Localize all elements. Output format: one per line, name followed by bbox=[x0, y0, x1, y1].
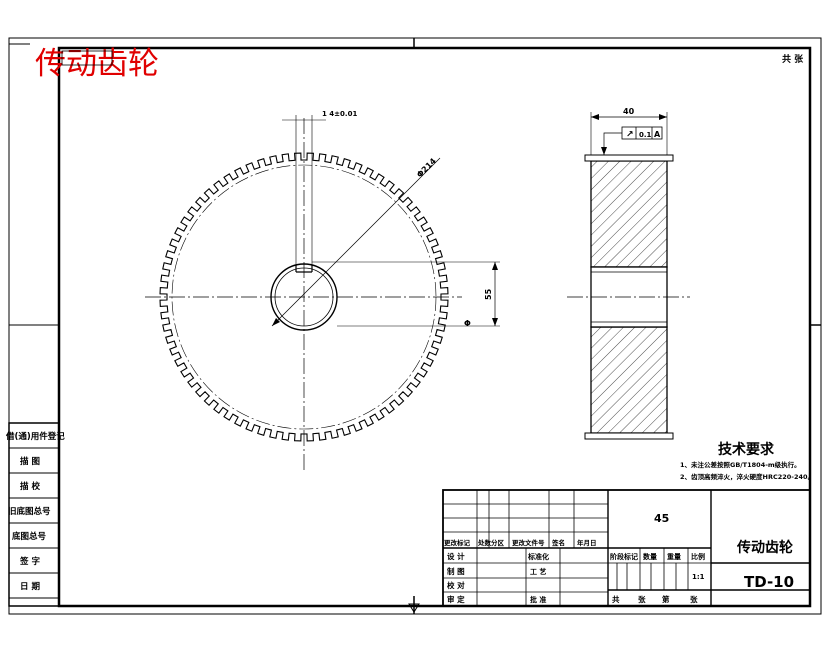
strip-item-6: 日 期 bbox=[20, 581, 40, 592]
sheet-info-3: 张 bbox=[690, 595, 698, 604]
tech-requirement-1: 1、未注公差按照GB/T1804-m级执行。 bbox=[680, 460, 801, 469]
gear-front-view: 1 4±0.01 Φ214 55 Φ bbox=[145, 110, 500, 470]
bore-height-dim: 55 bbox=[484, 288, 493, 300]
tooth-tip-bottom bbox=[584, 432, 674, 440]
title-block: 45 更改标记 处数 分区 更改文件号 签名 年月日 设 计 制 图 校 对 审… bbox=[442, 489, 811, 607]
change-header-0: 更改标记 bbox=[444, 538, 471, 547]
stage-header-3: 比例 bbox=[691, 552, 705, 561]
tolerance-leader bbox=[603, 132, 622, 155]
left-registration-strip: 借(通)用件登记 描 图 描 校 旧底图总号 底图总号 签 字 日 期 bbox=[5, 422, 65, 607]
stage-header-0: 阶段标记 bbox=[610, 552, 638, 561]
corner-mark: 共 张 bbox=[782, 53, 804, 65]
inner-frame bbox=[57, 46, 812, 608]
gear-section-view: 40 ↗ 0.1 A bbox=[567, 107, 690, 440]
tooth-tip-top bbox=[584, 154, 674, 162]
strip-item-5: 签 字 bbox=[19, 556, 40, 567]
stage-header-1: 数量 bbox=[643, 552, 657, 561]
sheet-info-1: 张 bbox=[638, 595, 646, 604]
tolerance-symbol: ↗ bbox=[626, 130, 634, 140]
change-header-2: 分区 bbox=[491, 538, 505, 547]
change-header-5: 年月日 bbox=[577, 538, 597, 547]
bore-dim-arrow-bottom bbox=[492, 318, 498, 326]
strip-item-2: 描 校 bbox=[20, 481, 40, 492]
role-check: 校 对 bbox=[447, 580, 465, 590]
bore-dim-arrow-top bbox=[492, 262, 498, 270]
hub-dim-label: Φ bbox=[464, 319, 471, 328]
approve-label: 批 准 bbox=[530, 595, 546, 604]
strip-item-0: 借(通)用件登记 bbox=[5, 431, 65, 442]
drawing-number: TD-10 bbox=[744, 573, 794, 591]
handwritten-title: 传动齿轮 bbox=[35, 46, 159, 82]
role-approve-final: 审 定 bbox=[447, 594, 465, 604]
diameter-leader bbox=[271, 157, 441, 327]
outer-frame bbox=[8, 37, 822, 615]
standardization-label: 标准化 bbox=[527, 552, 549, 561]
role-draw: 制 图 bbox=[447, 566, 465, 576]
leader-arrow bbox=[272, 318, 280, 326]
material-label: 45 bbox=[654, 512, 669, 525]
face-width-dim: 40 bbox=[623, 107, 635, 116]
role-design: 设 计 bbox=[447, 551, 465, 561]
part-name: 传动齿轮 bbox=[736, 539, 793, 556]
key-width-dim: 1 4±0.01 bbox=[322, 110, 357, 118]
change-header-3: 更改文件号 bbox=[512, 538, 545, 547]
face-dim-arrow-right bbox=[659, 114, 667, 120]
tech-requirement-2: 2、齿顶高频淬火，淬火硬度HRC220-240。 bbox=[680, 472, 814, 481]
orientation-mark bbox=[408, 603, 420, 613]
change-header-4: 签名 bbox=[551, 538, 565, 547]
process-label: 工 艺 bbox=[530, 567, 546, 576]
strip-item-3: 旧底图总号 bbox=[8, 506, 51, 517]
face-dim-arrow-left bbox=[591, 114, 599, 120]
section-hatch-upper bbox=[590, 160, 668, 268]
sheet-info-2: 第 bbox=[662, 594, 670, 604]
gear-tooth-profile bbox=[159, 152, 449, 442]
strip-item-1: 描 图 bbox=[20, 456, 40, 467]
section-hatch-lower bbox=[590, 326, 668, 434]
sheet-info-0: 共 bbox=[612, 594, 620, 604]
tech-requirements-heading: 技术要求 bbox=[718, 441, 775, 458]
change-header-1: 处数 bbox=[477, 538, 492, 547]
tolerance-value: 0.1 bbox=[639, 131, 652, 139]
outer-diameter-dim: Φ214 bbox=[415, 156, 438, 179]
tolerance-arrow bbox=[601, 147, 607, 155]
strip-item-4: 底图总号 bbox=[12, 531, 47, 542]
corner-box bbox=[61, 50, 113, 66]
stage-header-2: 重量 bbox=[667, 552, 681, 561]
tolerance-datum: A bbox=[654, 130, 661, 139]
scale-value: 1:1 bbox=[692, 573, 705, 581]
